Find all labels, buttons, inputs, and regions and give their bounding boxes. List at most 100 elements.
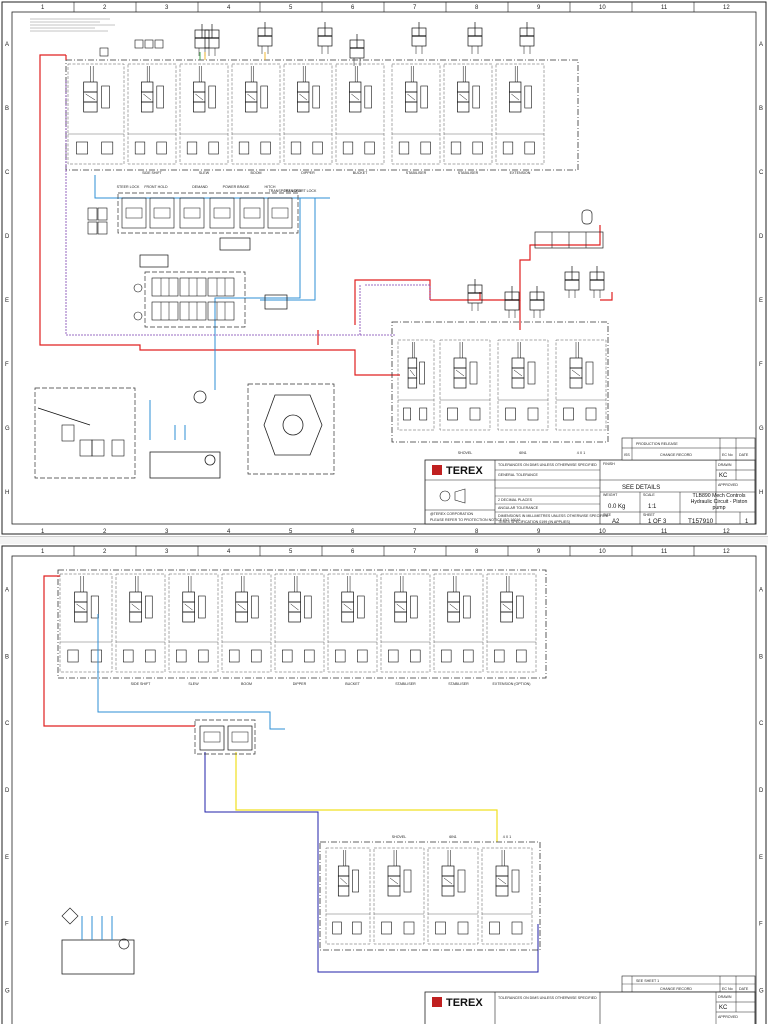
check-valve: [342, 141, 354, 155]
spool-envelope: [569, 377, 583, 389]
relief-valve: [524, 85, 532, 109]
drawing-number: T157910: [688, 518, 714, 525]
zone-column-label: 9: [537, 5, 541, 11]
valve-section: [481, 847, 533, 945]
zone-row-label: F: [759, 362, 763, 368]
s2-tank-lines: [81, 916, 113, 940]
title-block-1: [424, 437, 756, 525]
steering-block: [79, 439, 93, 457]
spool-envelope: [83, 81, 98, 93]
relief-valve: [527, 361, 536, 385]
check-valve: [332, 921, 342, 935]
zone-column-label: 11: [661, 529, 668, 535]
iss-label: ISS: [624, 453, 630, 457]
zone-column-label: 1: [41, 5, 45, 11]
steering-block: [61, 424, 75, 442]
general-tolerance: GENERAL TOLERANCE: [498, 473, 538, 477]
check-valve: [335, 649, 346, 663]
spool-envelope: [297, 101, 310, 113]
projection-symbol: [439, 490, 451, 502]
spool-envelope: [182, 591, 195, 603]
loader-spool: [179, 301, 207, 321]
loader-spool: [151, 277, 179, 297]
zone-row-label: G: [5, 989, 10, 995]
two-dec-places: 2 DECIMAL PLACES: [498, 498, 533, 502]
zone-row-label: C: [759, 721, 764, 727]
spool-envelope: [453, 357, 467, 369]
misc-lines: [199, 52, 266, 60]
zone-column-label: 5: [289, 549, 293, 555]
sheet-2-diagram: 112233445566778899101011111212AABBCCDDEE…: [1, 545, 767, 1024]
solenoid-valve: [179, 197, 205, 229]
zone-row-label: A: [759, 587, 763, 593]
pump-symbol: [263, 394, 323, 456]
zone-column-label: 5: [289, 5, 293, 11]
zone-row-label: C: [5, 170, 10, 176]
zone-row-label: F: [5, 362, 9, 368]
spool-envelope: [193, 81, 206, 93]
spool-envelope: [141, 81, 154, 93]
s2-mid-valve: [199, 725, 253, 751]
spool-envelope: [341, 611, 354, 623]
valve-section: [283, 63, 333, 165]
check-valve: [494, 649, 505, 663]
zone-row-label: E: [759, 855, 763, 861]
spool-envelope: [500, 591, 513, 603]
top-section-label: BOOM: [251, 171, 262, 175]
s2-bottom-valve-bank-outline: [319, 841, 541, 951]
solenoid-valve: [209, 197, 235, 229]
drawing-description: TLB890 Mech Controls Hydraulic Circuit -…: [690, 493, 748, 511]
spool-envelope: [394, 611, 407, 623]
check-valve: [450, 141, 462, 155]
zone-row-label: C: [759, 170, 764, 176]
zone-row-label: E: [5, 298, 9, 304]
zone-row-label: D: [5, 234, 10, 240]
spool-envelope: [235, 591, 248, 603]
relief-valve: [472, 85, 480, 109]
spool-envelope: [511, 377, 525, 389]
drawing-sheet-2: 112233445566778899101011111212AABBCCDDEE…: [0, 544, 768, 1024]
top-valve-sections: [67, 63, 545, 165]
filter-symbol: [193, 390, 207, 404]
zone-column-label: 8: [475, 529, 479, 535]
valve-section: [555, 339, 607, 431]
ecno-label: EC No: [722, 453, 733, 457]
sensor-box: [134, 39, 144, 49]
zone-column-label: 9: [537, 529, 541, 535]
pilot-lines: [65, 80, 431, 336]
spool-envelope: [457, 81, 470, 93]
s2-approved-label: APPROVED: [718, 1015, 738, 1019]
check-valve: [282, 649, 293, 663]
spool-envelope: [337, 865, 350, 877]
relief-valve: [357, 595, 365, 619]
pilot-block: [87, 207, 98, 221]
tank: [149, 451, 221, 479]
bottom-section-label: SHOVEL: [458, 451, 473, 455]
check-valve: [524, 141, 535, 155]
s2-return-lines: [97, 614, 285, 730]
date-label: DATE: [739, 453, 749, 457]
spool-envelope: [83, 101, 98, 113]
sheet-2-zone-markers: 112233445566778899101011111212AABBCCDDEE…: [5, 546, 764, 995]
check-valve: [290, 141, 302, 155]
top-section-label: STABILISER: [406, 171, 427, 175]
s2-tolerance-header: TOLERANCES ON DIMS UNLESS OTHERWISE SPEC…: [498, 996, 597, 1000]
check-valve: [176, 649, 187, 663]
top-cylinders: [99, 22, 535, 66]
valve-section: [495, 63, 545, 165]
check-valve: [457, 921, 469, 935]
zone-column-label: 5: [289, 529, 293, 535]
relief-valve: [90, 595, 99, 619]
check-valve: [505, 407, 516, 421]
valve-section: [327, 573, 378, 673]
solenoid-valve: [149, 197, 175, 229]
refer-notice: PLEASE REFER TO PROTECTION NOTICE ISO 16…: [430, 518, 520, 522]
relief-valve: [511, 869, 520, 893]
spool-envelope: [511, 357, 525, 369]
zone-column-label: 8: [475, 549, 479, 555]
